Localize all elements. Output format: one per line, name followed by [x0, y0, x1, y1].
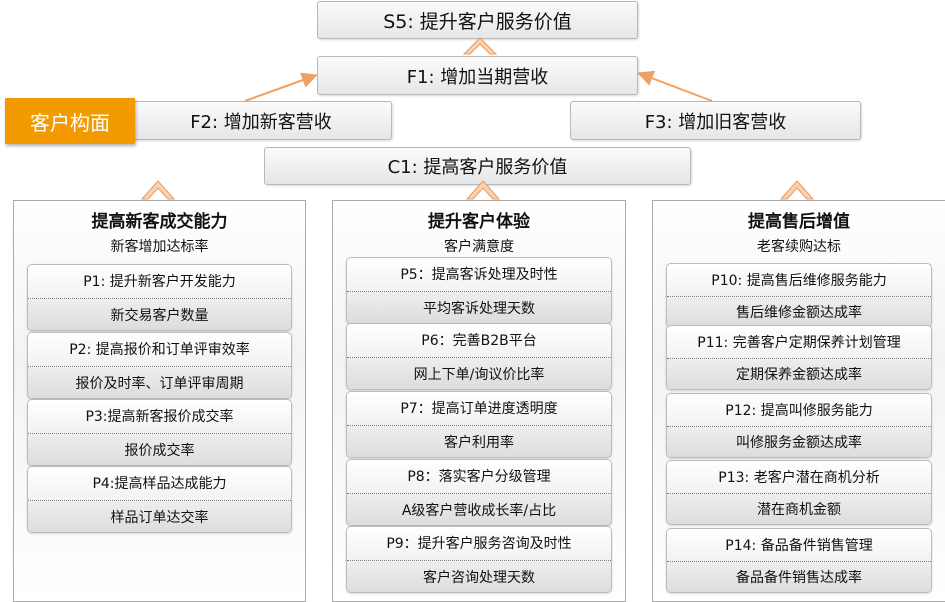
process-kpi: A级客户营收成长率/占比 [347, 493, 611, 525]
process-kpi: 定期保养金额达成率 [667, 358, 931, 389]
process-objective: P6：完善B2B平台 [347, 324, 611, 358]
panel-subtitle: 客户满意度 [444, 239, 514, 255]
process-card: P7：提高订单进度透明度客户利用率 [346, 391, 612, 458]
process-kpi: 平均客诉处理天数 [347, 291, 611, 323]
process-objective: P9：提升客户服务咨询及时性 [347, 527, 611, 561]
arrow-f2-f1 [244, 72, 318, 102]
process-objective: P4:提高样品达成能力 [28, 467, 291, 501]
process-objective: P3:提高新客报价成交率 [28, 400, 291, 434]
process-card: P1: 提升新客户开发能力新交易客户数量 [27, 264, 292, 331]
process-objective: P1: 提升新客户开发能力 [28, 265, 291, 299]
process-kpi: 网上下单/询议价比率 [347, 357, 611, 389]
chevron-up-icon [140, 180, 176, 200]
f1-box: F1: 增加当期营收 [317, 56, 638, 95]
c1-box: C1: 提高客户服务价值 [264, 147, 691, 185]
process-card: P3:提高新客报价成交率报价成交率 [27, 399, 292, 466]
process-kpi: 客户利用率 [347, 425, 611, 457]
process-kpi: 样品订单达交率 [28, 500, 291, 532]
process-kpi: 新交易客户数量 [28, 298, 291, 330]
f3-box: F3: 增加旧客营收 [570, 101, 861, 140]
process-kpi: 客户咨询处理天数 [347, 560, 611, 592]
process-card: P6：完善B2B平台网上下单/询议价比率 [346, 323, 612, 390]
process-kpi: 售后维修金额达成率 [667, 296, 931, 327]
chevron-up-icon [465, 180, 501, 200]
s5-box: S5: 提升客户服务价值 [317, 1, 638, 39]
panel-title: 提高新客成交能力 [91, 212, 228, 232]
perspective-label: 客户构面 [5, 98, 135, 144]
process-kpi: 叫修服务金额达成率 [667, 426, 931, 457]
process-objective: P2: 提高报价和订单评审效率 [28, 333, 291, 367]
process-card: P11: 完善客户定期保养计划管理定期保养金额达成率 [666, 325, 932, 390]
f2-box: F2: 增加新客营收 [130, 101, 392, 140]
process-kpi: 潜在商机金额 [667, 493, 931, 524]
process-objective: P12: 提高叫修服务能力 [667, 394, 931, 427]
process-card: P9：提升客户服务咨询及时性客户咨询处理天数 [346, 526, 612, 593]
process-card: P12: 提高叫修服务能力叫修服务金额达成率 [666, 393, 932, 458]
panel-title: 提升客户体验 [428, 212, 530, 232]
chevron-up-icon [462, 37, 498, 55]
process-card: P13: 老客户潜在商机分析潜在商机金额 [666, 460, 932, 525]
process-objective: P8：落实客户分级管理 [347, 460, 611, 494]
process-objective: P5：提高客诉处理及时性 [347, 258, 611, 292]
arrow-f3-f1 [637, 70, 713, 102]
process-objective: P14: 备品备件销售管理 [667, 529, 931, 562]
process-card: P4:提高样品达成能力样品订单达交率 [27, 466, 292, 533]
process-card: P2: 提高报价和订单评审效率报价及时率、订单评审周期 [27, 332, 292, 399]
process-objective: P7：提高订单进度透明度 [347, 392, 611, 426]
process-card: P10: 提高售后维修服务能力售后维修金额达成率 [666, 263, 932, 328]
panel-subtitle: 新客增加达标率 [110, 239, 209, 255]
process-card: P5：提高客诉处理及时性平均客诉处理天数 [346, 257, 612, 324]
panel-title: 提高售后增值 [748, 212, 850, 232]
process-kpi: 报价成交率 [28, 433, 291, 465]
process-objective: P13: 老客户潜在商机分析 [667, 461, 931, 494]
process-card: P14: 备品备件销售管理备品备件销售达成率 [666, 528, 932, 593]
process-kpi: 备品备件销售达成率 [667, 561, 931, 592]
process-objective: P10: 提高售后维修服务能力 [667, 264, 931, 297]
chevron-up-icon [779, 180, 815, 200]
panel-subtitle: 老客续购达标 [757, 239, 841, 255]
process-kpi: 报价及时率、订单评审周期 [28, 366, 291, 398]
process-objective: P11: 完善客户定期保养计划管理 [667, 326, 931, 359]
